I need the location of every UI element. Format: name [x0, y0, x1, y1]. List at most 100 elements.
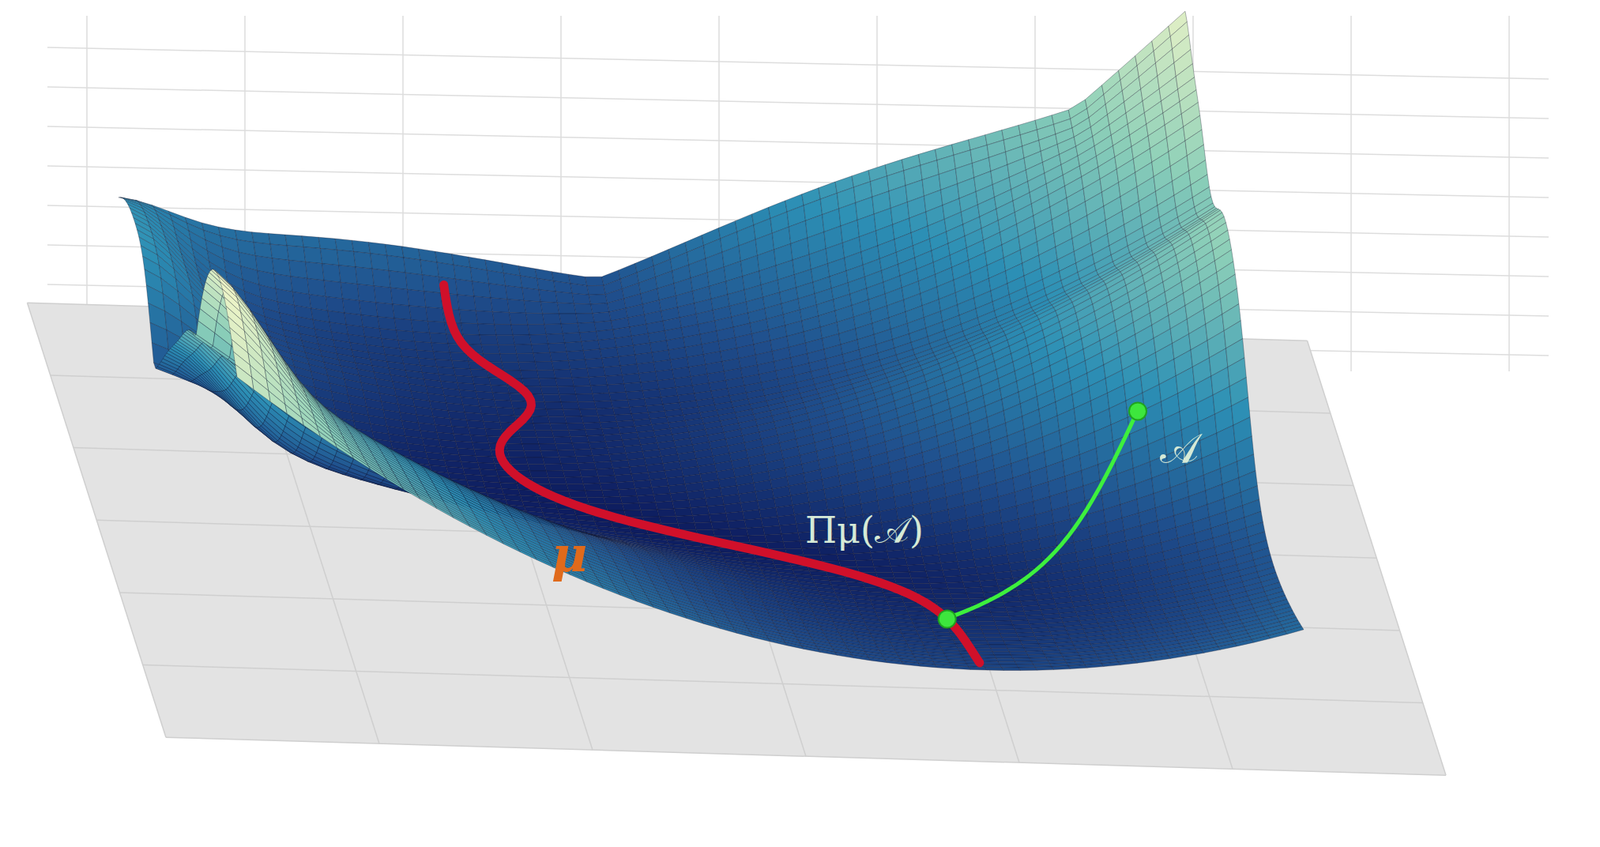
surface-facet — [388, 271, 407, 290]
surface-facet — [553, 369, 573, 379]
surface-facet — [548, 477, 567, 485]
surface-facet — [353, 251, 373, 269]
surface-facet — [596, 468, 615, 477]
surface-facet — [576, 455, 595, 464]
surface-facet — [563, 470, 582, 478]
surface-facet — [372, 268, 391, 288]
surface-facet — [655, 500, 674, 510]
surface-facet — [305, 262, 324, 281]
surface-facet — [549, 484, 569, 491]
surface-facet — [560, 402, 580, 411]
surface-facet — [551, 429, 570, 437]
surface-facet — [540, 301, 559, 314]
surface-facet — [490, 297, 509, 313]
surface-facet — [591, 384, 610, 394]
surface-facet — [577, 401, 596, 410]
surface-facet — [523, 450, 543, 458]
surface-facet — [616, 481, 635, 490]
surface-facet — [534, 430, 554, 438]
surface-facet — [496, 335, 515, 345]
surface-facet — [636, 494, 656, 503]
surface-facet — [518, 429, 537, 437]
surface-facet — [560, 463, 580, 471]
surface-facet — [566, 483, 585, 491]
surface-facet — [507, 450, 526, 458]
surface-facet — [545, 470, 565, 479]
surface-facet — [564, 477, 584, 485]
surface-facet — [574, 385, 593, 395]
surface-facet — [587, 285, 606, 295]
wall-grid-line — [47, 126, 1549, 159]
surface-facet — [581, 340, 600, 351]
surface-facet — [505, 444, 524, 452]
surface-facet — [286, 245, 305, 263]
surface-facet — [403, 257, 422, 275]
surface-facet — [322, 263, 341, 283]
surface-facet — [560, 323, 580, 334]
surface-facet — [376, 302, 395, 319]
wall-grid-line — [47, 86, 1549, 119]
surface-facet — [338, 265, 358, 285]
surface-facet — [581, 476, 600, 485]
surface-facet — [572, 376, 591, 386]
surface-facet — [583, 422, 602, 430]
surface-facet — [585, 429, 604, 437]
surface-facet — [620, 364, 639, 376]
surface-facet — [688, 498, 708, 509]
wall-grid-line — [47, 47, 1549, 80]
surface-facet — [555, 443, 574, 451]
surface-facet — [318, 237, 337, 250]
surface-facet — [522, 287, 541, 302]
surface-facet — [602, 489, 621, 498]
surface-facet — [553, 436, 573, 445]
surface-facet — [605, 375, 624, 386]
surface-facet — [538, 289, 558, 303]
surface-facet — [409, 305, 428, 321]
surface-facet — [639, 502, 658, 511]
wall-grid-line — [47, 165, 1549, 198]
surface-facet — [542, 457, 561, 465]
surface-facet — [474, 296, 493, 313]
surface-facet — [557, 386, 576, 395]
surface-facet — [603, 496, 622, 505]
surface-facet — [549, 351, 569, 362]
surface-facet — [497, 414, 516, 423]
surface-facet — [690, 506, 709, 516]
surface-facet — [483, 421, 502, 430]
surface-facet — [579, 469, 599, 478]
surface-facet — [470, 267, 489, 284]
surface-facet — [625, 391, 644, 401]
surface-facet — [598, 475, 617, 484]
surface-facet — [494, 323, 513, 336]
surface-facet — [583, 483, 602, 491]
surface-facet — [337, 249, 356, 268]
surface-facet — [531, 416, 550, 424]
surface-facet — [564, 341, 584, 352]
surface-facet — [572, 442, 591, 450]
surface-facet — [544, 323, 563, 335]
surface-facet — [340, 282, 359, 301]
surface-facet — [492, 312, 511, 325]
surface-facet — [583, 349, 602, 360]
surface-facet — [548, 342, 567, 353]
surface-facet — [451, 360, 471, 369]
surface-facet — [478, 323, 497, 336]
surface-facet — [538, 444, 558, 452]
surface-facet — [472, 442, 491, 451]
surface-facet — [622, 373, 641, 384]
surface-facet — [653, 493, 672, 503]
surface-facet — [470, 435, 489, 444]
surface-facet — [537, 369, 556, 379]
surface-facet — [301, 236, 320, 249]
surface-facet — [474, 449, 493, 458]
surface-facet — [602, 356, 621, 367]
surface-facet — [461, 323, 480, 336]
surface-facet — [568, 490, 588, 497]
surface-facet — [707, 504, 726, 515]
surface-facet — [559, 394, 578, 403]
surface-facet — [607, 384, 626, 394]
surface-facet — [413, 331, 432, 343]
surface-facet — [598, 414, 617, 422]
surface-facet — [585, 357, 604, 369]
